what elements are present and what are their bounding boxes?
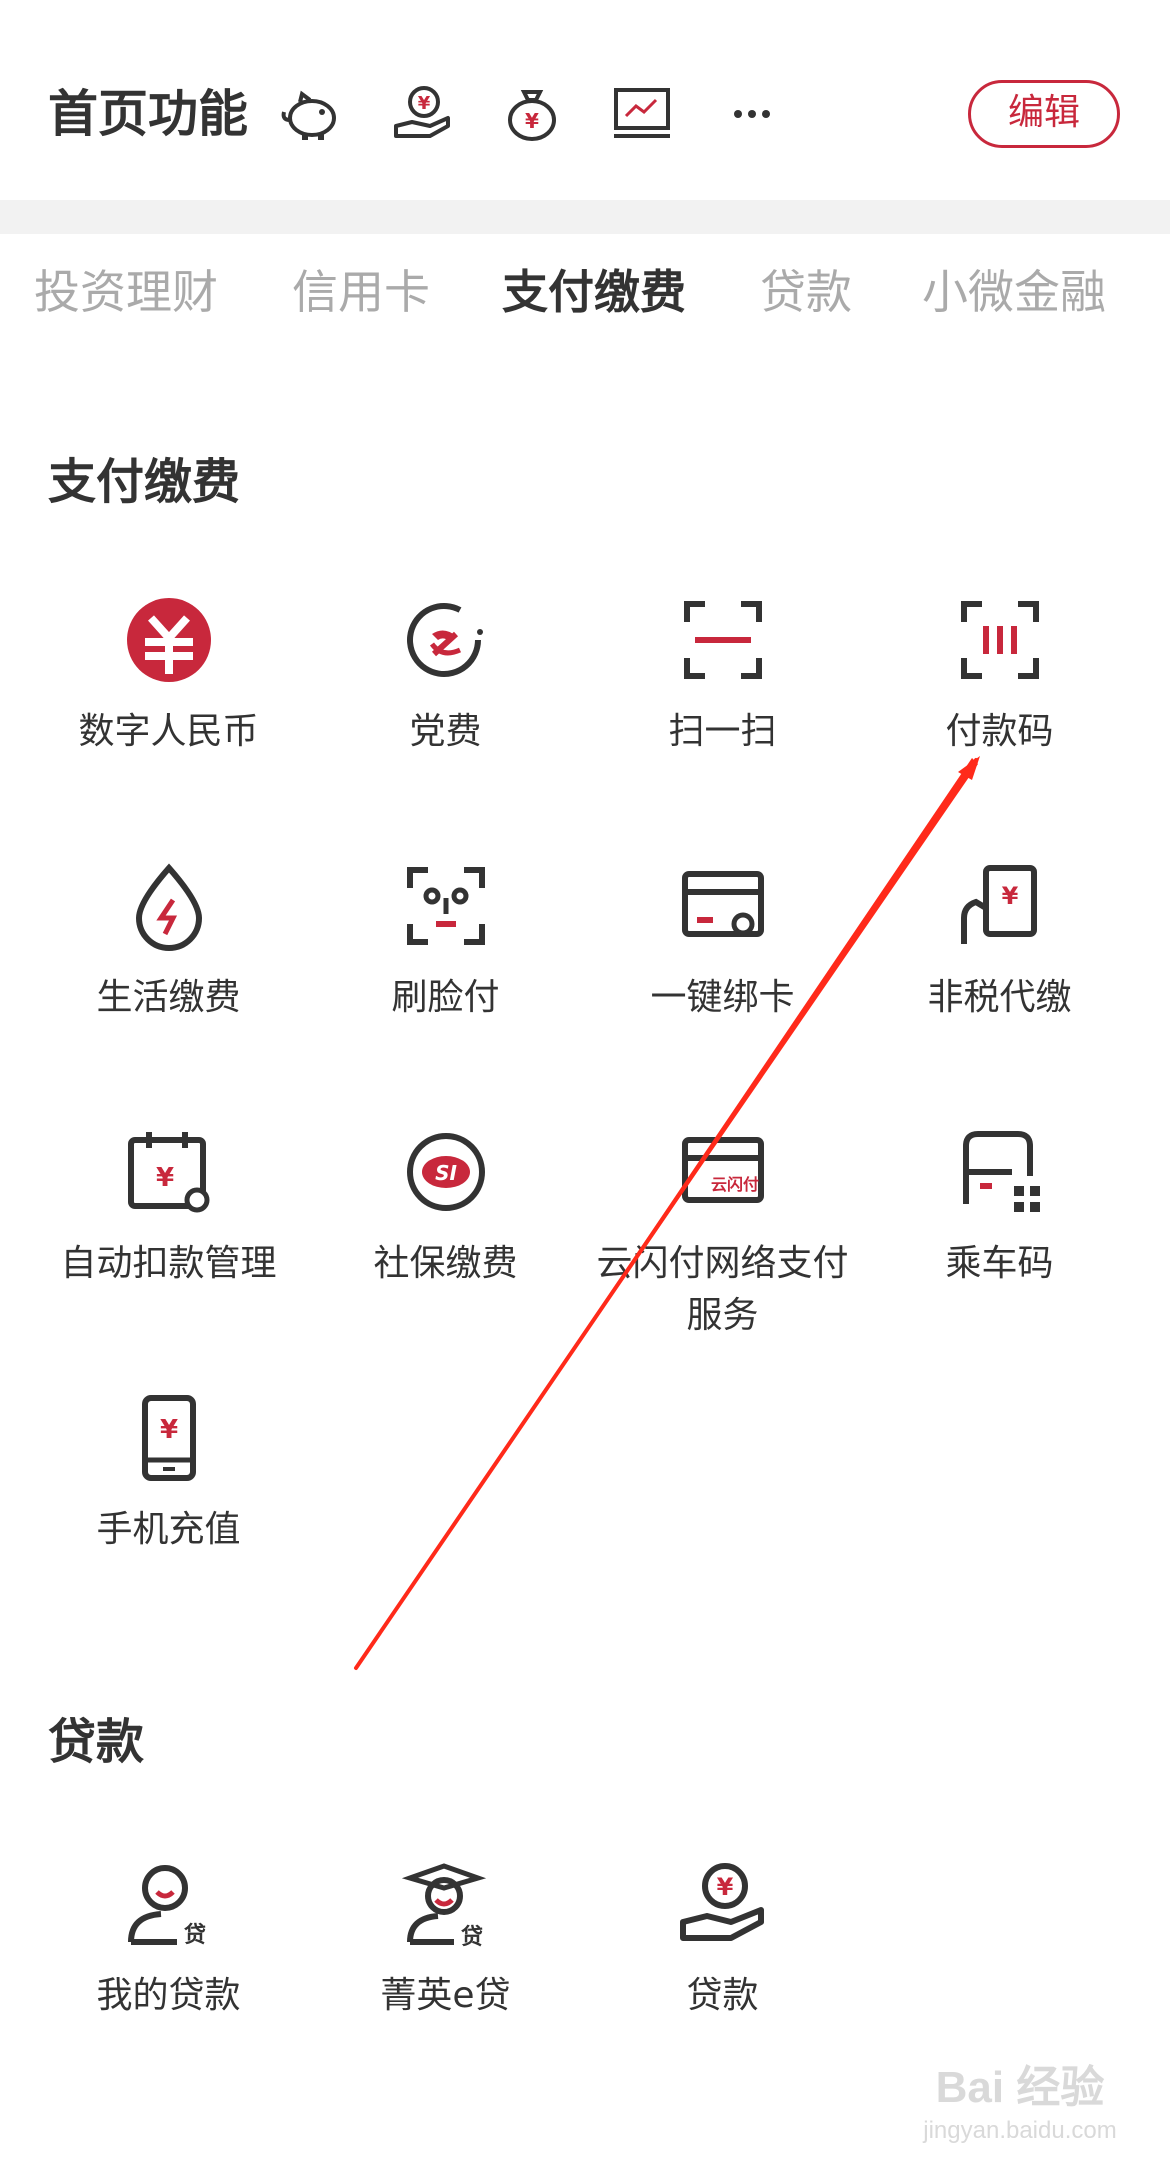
social-security-icon: SI xyxy=(406,1133,485,1211)
grid-item-loan[interactable]: ¥ 贷款 xyxy=(584,1856,861,2022)
grid-item-cloud-quickpass[interactable]: 云闪付 云闪付网络支付服务 xyxy=(584,1124,861,1342)
tab-credit-card[interactable]: 信用卡 xyxy=(292,265,430,319)
grid-item-my-loan[interactable]: 贷 我的贷款 xyxy=(30,1856,307,2022)
water-drop-icon xyxy=(135,863,202,951)
section-title-payment: 支付缴费 xyxy=(48,454,241,510)
grid-item-bus-code[interactable]: 乘车码 xyxy=(861,1124,1138,1290)
grid-item-label: 党费 xyxy=(409,711,482,752)
monitor-chart-icon[interactable] xyxy=(610,82,674,146)
scan-icon xyxy=(683,601,762,679)
tab-payment[interactable]: 支付缴费 xyxy=(502,265,686,319)
grid-item-social-security[interactable]: SI 社保缴费 xyxy=(307,1124,584,1290)
divider xyxy=(0,200,1170,234)
grid-item-label: 付款码 xyxy=(945,711,1054,752)
phone-topup-icon: ¥ xyxy=(141,1395,196,1481)
party-fee-icon xyxy=(406,603,483,677)
bind-card-icon xyxy=(681,871,764,937)
section-title-loan: 贷款 xyxy=(48,1714,145,1770)
grid-item-label: 扫一扫 xyxy=(668,711,777,752)
hand-coin-icon[interactable]: ¥ xyxy=(390,82,454,146)
grid-item-bind-card[interactable]: 一键绑卡 xyxy=(584,858,861,1024)
grid-item-label: 数字人民币 xyxy=(78,711,259,752)
page-title: 首页功能 xyxy=(48,85,248,143)
my-loan-icon: 贷 xyxy=(127,1865,206,1948)
tab-investment[interactable]: 投资理财 xyxy=(34,265,218,319)
grid-item-label: 一键绑卡 xyxy=(650,977,795,1018)
svg-text:SI: SI xyxy=(435,1161,457,1185)
money-bag-icon[interactable]: ¥ xyxy=(500,82,564,146)
grid-item-non-tax[interactable]: ¥ 非税代缴 xyxy=(861,858,1138,1024)
watermark: Bai 经验 jingyan.baidu.com xyxy=(890,2060,1150,2160)
tab-loan[interactable]: 贷款 xyxy=(760,265,852,319)
calendar-gear-icon: ¥ xyxy=(127,1132,209,1213)
non-tax-icon: ¥ xyxy=(960,865,1037,944)
grid-item-pay-code[interactable]: 付款码 xyxy=(861,592,1138,758)
bus-qr-icon xyxy=(962,1131,1040,1212)
grid-item-label: 非税代缴 xyxy=(927,977,1072,1018)
svg-text:¥: ¥ xyxy=(418,93,431,114)
grid-item-utility[interactable]: 生活缴费 xyxy=(30,858,307,1024)
svg-text:¥: ¥ xyxy=(1001,882,1018,910)
svg-text:¥: ¥ xyxy=(159,1415,177,1445)
grid-item-scan[interactable]: 扫一扫 xyxy=(584,592,861,758)
watermark-logo: Bai 经验 xyxy=(935,2063,1105,2112)
grid-item-party-fee[interactable]: 党费 xyxy=(307,592,584,758)
grid-item-label: 自动扣款管理 xyxy=(60,1243,277,1284)
grid-item-label: 刷脸付 xyxy=(391,977,500,1018)
grid-item-face-pay[interactable]: 刷脸付 xyxy=(307,858,584,1024)
grid-item-digital-rmb[interactable]: 数字人民币 xyxy=(30,592,307,758)
grid-item-auto-debit[interactable]: ¥ 自动扣款管理 xyxy=(30,1124,307,1290)
grid-item-label: 云闪付网络支付服务 xyxy=(596,1243,849,1336)
svg-text:¥: ¥ xyxy=(525,109,539,133)
grid-item-label: 生活缴费 xyxy=(96,977,241,1018)
loan-hand-icon: ¥ xyxy=(679,1863,764,1941)
elite-loan-icon: 贷 xyxy=(401,1863,486,1950)
pay-code-icon xyxy=(960,601,1039,679)
grid-item-elite-loan[interactable]: 贷 菁英e贷 xyxy=(307,1856,584,2022)
more-icon[interactable] xyxy=(720,82,784,146)
tab-micro-finance[interactable]: 小微金融 xyxy=(922,265,1106,319)
card-text: 云闪付 xyxy=(710,1175,758,1194)
grid-item-phone-topup[interactable]: ¥ 手机充值 xyxy=(30,1390,307,1556)
grid-item-label: 贷款 xyxy=(686,1975,759,2016)
face-pay-icon xyxy=(406,867,485,945)
cloud-quickpass-card-icon: 云闪付 xyxy=(681,1137,764,1203)
svg-text:¥: ¥ xyxy=(716,1873,733,1901)
digital-rmb-icon xyxy=(126,598,211,682)
grid-item-label: 菁英e贷 xyxy=(380,1975,511,2016)
category-tabs: 投资理财 信用卡 支付缴费 贷款 小微金融 xyxy=(0,234,1170,354)
edit-button[interactable]: 编辑 xyxy=(968,80,1120,148)
watermark-url: jingyan.baidu.com xyxy=(923,2117,1117,2144)
grid-item-label: 手机充值 xyxy=(96,1509,241,1550)
grid-item-label: 乘车码 xyxy=(945,1243,1054,1284)
svg-text:¥: ¥ xyxy=(155,1163,173,1193)
piggy-bank-icon[interactable] xyxy=(280,82,344,146)
grid-item-label: 社保缴费 xyxy=(373,1243,518,1284)
svg-text:贷: 贷 xyxy=(183,1922,205,1948)
grid-item-label: 我的贷款 xyxy=(96,1975,241,2016)
svg-text:贷: 贷 xyxy=(460,1924,482,1950)
header: 首页功能 ¥ ¥ 编辑 xyxy=(0,0,1170,200)
